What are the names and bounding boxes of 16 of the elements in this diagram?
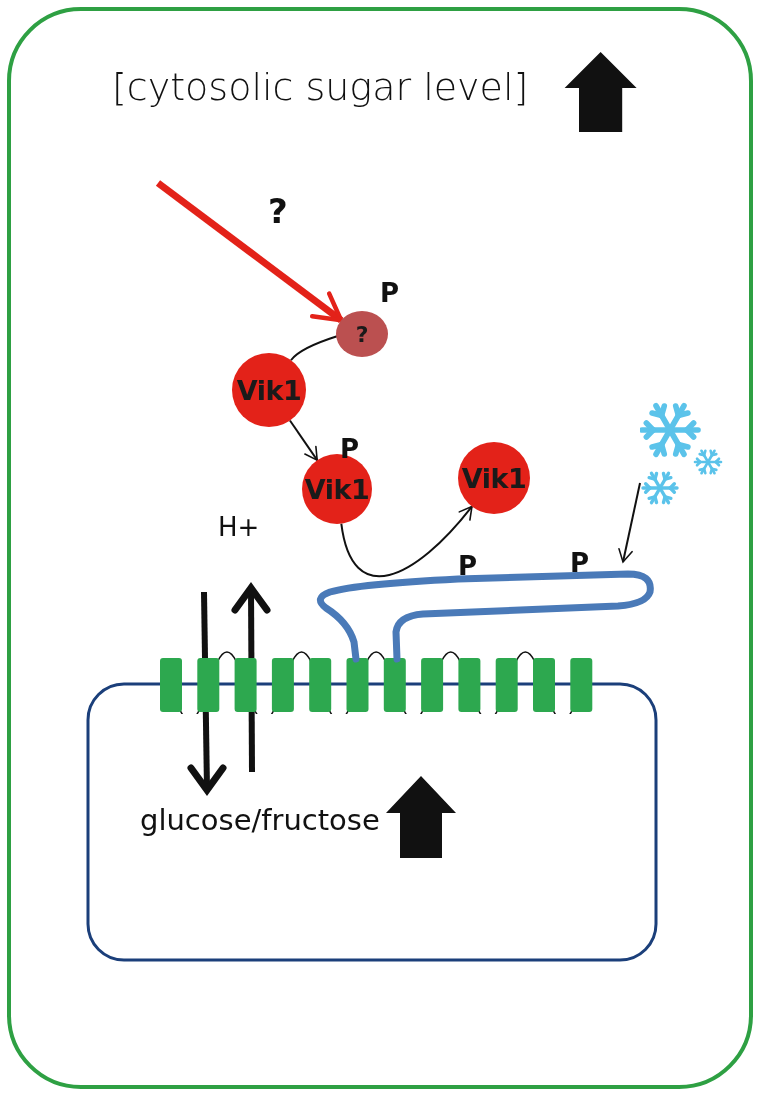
protein-label: Vik1 [461,462,527,494]
arrow [618,482,641,563]
arrow [340,505,473,578]
label-text: H+ [218,514,260,540]
phosphate-label: P [458,553,478,579]
phosphate-label: P [570,550,590,576]
protein-circle [336,311,388,357]
heading: [cytosolic sugar level] [112,68,529,106]
protein-label: Vik1 [236,374,302,406]
phosphate-label: P [380,280,400,306]
label-text: glucose/fructose [140,806,380,835]
phosphate-label: P [340,436,360,462]
protein-label: ? [355,321,369,347]
arrow [155,180,344,324]
arrow [288,419,319,462]
protein-label: Vik1 [304,473,370,505]
